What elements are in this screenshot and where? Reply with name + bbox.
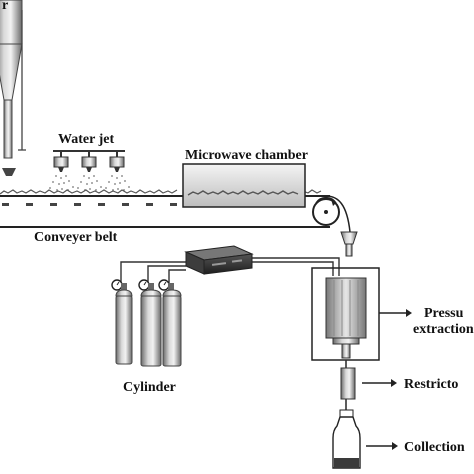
collection-bottle (332, 409, 361, 469)
collected-extract (334, 458, 359, 468)
conveyer-belt-label: Conveyer belt (34, 230, 118, 245)
gas-lines (120, 257, 340, 287)
microwave-chamber-label: Microwave chamber (185, 148, 308, 163)
hopper (0, 0, 26, 176)
collection-arrow (366, 442, 398, 450)
extraction-vessel (311, 267, 380, 361)
cylinder-2 (138, 279, 162, 367)
cylinder-label: Cylinder (123, 380, 176, 395)
restrictor (340, 360, 356, 410)
control-unit (184, 245, 254, 275)
pressurized-arrow (379, 309, 412, 317)
hopper-label: r (2, 0, 8, 13)
microwave-chamber (182, 163, 306, 208)
restrictor-arrow (362, 379, 397, 387)
pressurized-extraction-label-line1: Pressu (424, 306, 464, 321)
cylinder-3 (158, 279, 182, 367)
gas-cylinders (111, 279, 182, 367)
pressurized-extraction-label-line2: extraction (413, 322, 474, 337)
water-jet (49, 150, 130, 191)
water-jet-label: Water jet (58, 132, 114, 147)
feed-funnel (340, 231, 358, 257)
restrictor-label: Restricto (404, 377, 458, 392)
cylinder-1 (111, 279, 133, 365)
collection-label: Collection (404, 440, 465, 455)
